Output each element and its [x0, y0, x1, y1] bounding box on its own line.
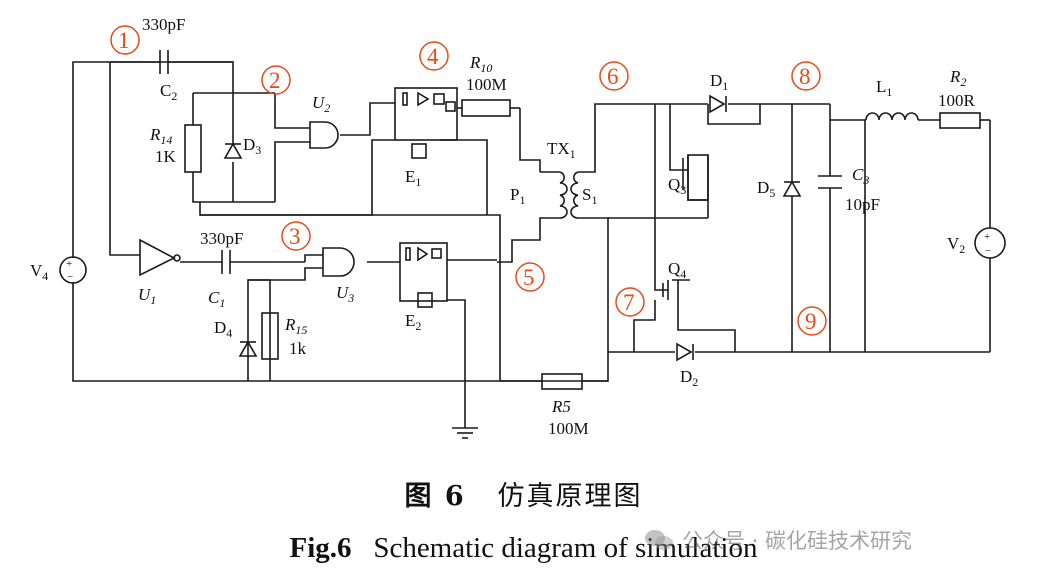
s1-label: S1	[582, 185, 597, 207]
r2-value: 100R	[938, 91, 976, 110]
d3-label: D3	[243, 135, 261, 157]
svg-text:8: 8	[799, 64, 811, 89]
c2-label: C2	[160, 81, 177, 103]
caption-en-text: Schematic diagram of simulation	[373, 532, 758, 564]
caption-cn-text: 仿真原理图	[497, 481, 643, 512]
watermark-text: 公众号 · 碳化硅技术研究	[682, 529, 913, 553]
r5-value: 100M	[548, 419, 589, 438]
node-marker-7: 7	[615, 287, 645, 317]
u1-label: U1	[138, 285, 156, 307]
r2-label: R2	[949, 67, 966, 89]
wires	[72, 61, 991, 439]
u2-and-gate	[309, 121, 339, 149]
node-marker-3: 3	[281, 221, 311, 251]
node-marker-4: 4	[419, 41, 449, 71]
node-marker-9: 9	[797, 306, 827, 336]
u3-label: U3	[336, 283, 354, 305]
wechat-icon	[645, 530, 673, 550]
svg-text:6: 6	[607, 64, 619, 89]
svg-text:4: 4	[427, 44, 439, 69]
node-marker-6: 6	[599, 61, 629, 91]
c3-capacitor	[818, 175, 842, 189]
c2-capacitor	[159, 50, 169, 74]
r2-resistor	[939, 112, 981, 129]
v4-plus: +	[66, 258, 72, 270]
d2-diode	[676, 342, 694, 362]
caption-chinese: 图 6 仿真原理图	[0, 474, 1047, 518]
schematic-diagram: + − V4 330pF C2 R14 1K D3 U2 E1 R10 100M	[30, 15, 1006, 439]
svg-text:3: 3	[289, 224, 301, 249]
e2-block	[399, 242, 448, 308]
r5-label: R5	[551, 397, 571, 416]
l1-label: L1	[876, 77, 892, 99]
svg-text:1: 1	[118, 28, 130, 53]
c1-capacitor	[221, 250, 231, 274]
u2-label: U2	[312, 93, 330, 115]
d1-diode	[709, 94, 727, 114]
r15-value: 1k	[289, 339, 307, 358]
v4-label: V4	[30, 261, 48, 283]
q3-label: Q3	[668, 175, 686, 197]
node-marker-8: 8	[791, 61, 821, 91]
watermark: 公众号 · 碳化硅技术研究	[644, 522, 1034, 558]
v2-minus: −	[985, 245, 991, 257]
c1-value: 330pF	[200, 229, 243, 248]
svg-text:5: 5	[523, 265, 535, 290]
v2-source: + −	[974, 227, 1006, 259]
v2-label: V2	[947, 234, 965, 256]
q4-label: Q4	[668, 259, 686, 281]
v2-plus: +	[984, 231, 990, 243]
c3-value: 10pF	[845, 195, 880, 214]
r14-resistor	[184, 124, 202, 173]
u3-and-gate	[322, 247, 355, 277]
node-marker-2: 2	[261, 65, 291, 95]
q3-mosfet	[682, 154, 709, 201]
svg-text:7: 7	[623, 290, 635, 315]
r10-label: R10	[469, 53, 492, 75]
r15-resistor	[261, 312, 279, 360]
v4-minus: −	[67, 271, 73, 283]
d5-label: D5	[757, 178, 775, 200]
c3-label: C3	[852, 165, 869, 187]
caption-cn-label: 图 6	[404, 481, 466, 512]
d4-diode	[238, 340, 258, 357]
c2-value: 330pF	[142, 15, 185, 34]
svg-text:2: 2	[269, 68, 281, 93]
r14-label: R14	[149, 125, 172, 147]
caption-english: Fig.6 Schematic diagram of simulation	[0, 532, 1047, 576]
p1-label: P1	[510, 185, 525, 207]
e2-label: E2	[405, 311, 421, 333]
d4-label: D4	[214, 318, 232, 340]
v4-source: + −	[59, 256, 87, 284]
r10-value: 100M	[466, 75, 507, 94]
r14-value: 1K	[155, 147, 177, 166]
tx1-transformer	[540, 171, 579, 219]
l1-inductor	[865, 112, 919, 121]
c1-label: C1	[208, 288, 225, 310]
q4-mosfet	[662, 279, 690, 300]
e1-block	[394, 87, 458, 159]
caption-en-label: Fig.6	[289, 532, 352, 564]
e1-label: E1	[405, 167, 421, 189]
node-markers: 1 2 3 4 5 6 7 8 9	[110, 25, 827, 336]
node-marker-1: 1	[110, 25, 140, 55]
node-marker-5: 5	[515, 262, 545, 292]
u1-inverter	[139, 238, 181, 277]
d3-diode	[223, 135, 243, 159]
r10-resistor	[461, 99, 511, 117]
tx1-label: TX1	[547, 139, 576, 161]
d1-label: D1	[710, 71, 728, 93]
r15-label: R15	[284, 315, 307, 337]
d2-label: D2	[680, 367, 698, 389]
svg-text:9: 9	[805, 309, 817, 334]
r5-resistor	[541, 373, 583, 390]
d5-diode	[782, 172, 802, 197]
